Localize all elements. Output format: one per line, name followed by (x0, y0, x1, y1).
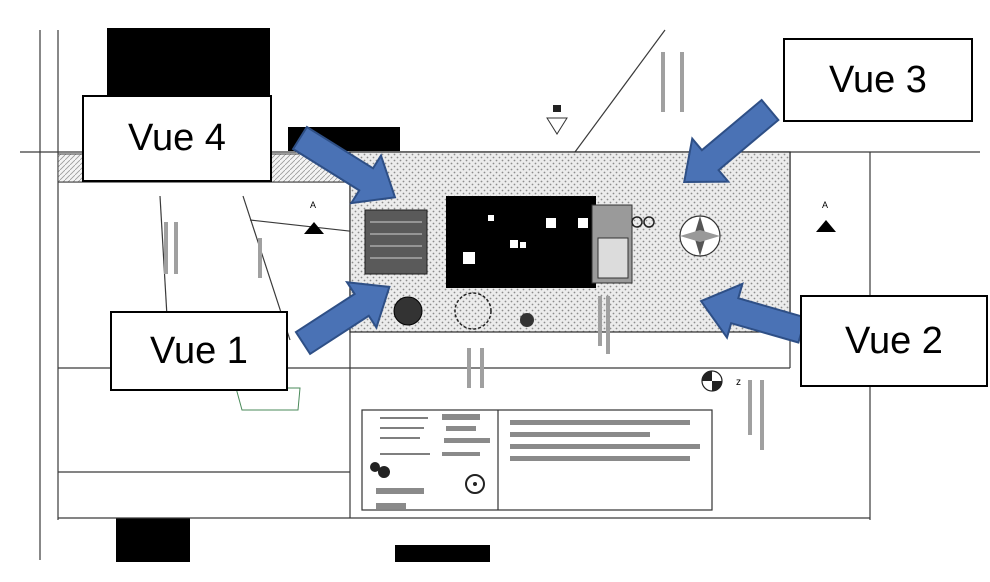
section-marker-left: A (304, 200, 324, 234)
tree-symbol-left (393, 296, 423, 326)
neighbour-building-bottom-left (116, 518, 190, 562)
annotation-bars (164, 52, 764, 450)
section-marker-right: A (816, 200, 836, 232)
neighbour-building-bottom-center (395, 545, 490, 562)
compass-rose (679, 215, 721, 257)
equipment-symbols (631, 216, 655, 228)
west-terrace (364, 209, 428, 275)
svg-text:A: A (822, 200, 828, 210)
neighbour-building-top (107, 28, 270, 95)
tree-symbol-center (454, 292, 492, 330)
annex-core (597, 237, 629, 279)
north-label: z (736, 377, 741, 388)
tree-symbol-right (520, 313, 534, 327)
svg-text:A: A (310, 200, 316, 210)
legend-box (361, 409, 713, 511)
view-arrow-vue4 (291, 125, 397, 205)
view-label-vue1: Vue 1 (110, 311, 288, 391)
building-openings (463, 215, 588, 264)
view-label-vue2: Vue 2 (800, 295, 988, 387)
view-arrow-vue2 (699, 282, 807, 344)
view-label-vue3: Vue 3 (783, 38, 973, 122)
north-arrow (701, 370, 723, 392)
view-label-vue4: Vue 4 (82, 95, 272, 182)
view-arrows (291, 98, 807, 356)
landscape-patch (235, 387, 301, 411)
west-terrace-slats (370, 221, 422, 259)
viewpoint-triangle (546, 117, 568, 135)
viewpoint-triangle-cap (553, 105, 561, 112)
view-arrow-vue3 (682, 98, 780, 184)
view-arrow-vue1 (294, 281, 391, 356)
